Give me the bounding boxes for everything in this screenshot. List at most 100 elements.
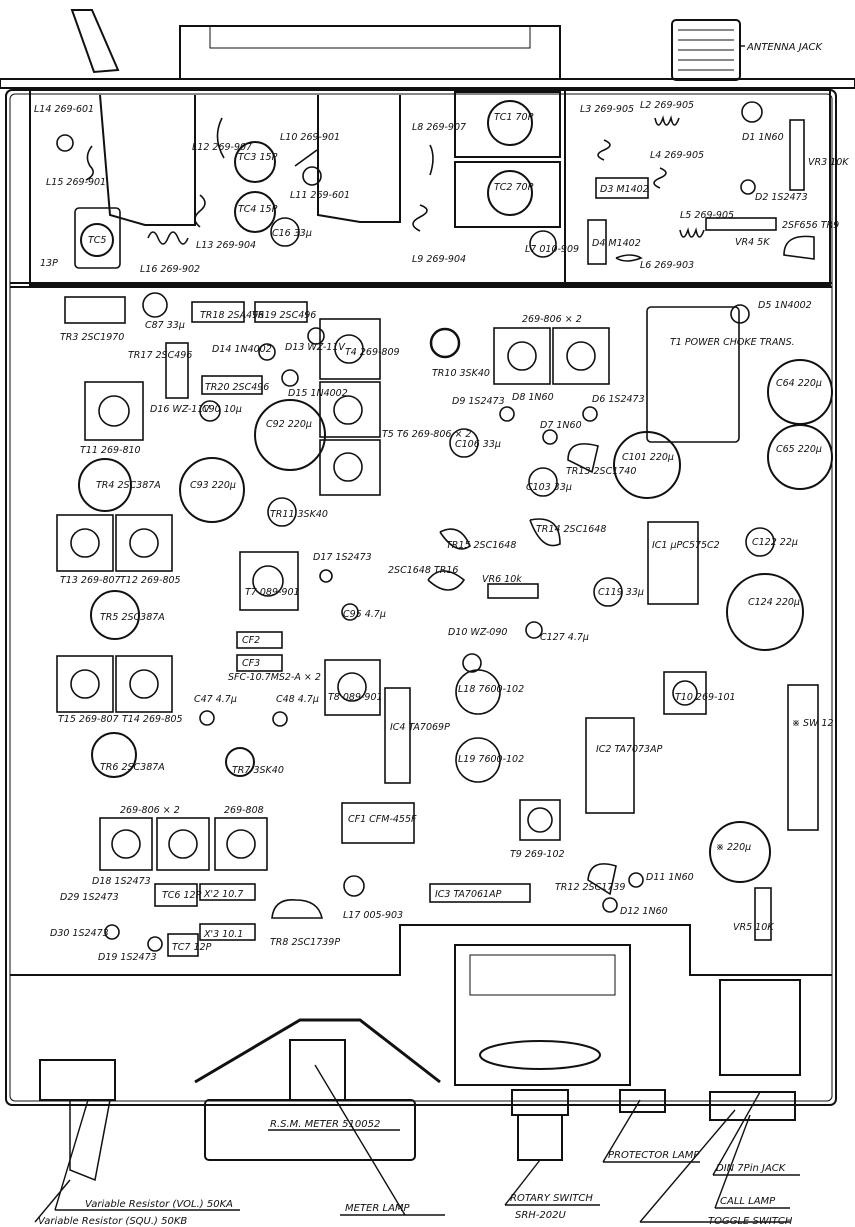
component-label-d10: D10 WZ-090	[448, 627, 507, 638]
component-label-c47: C47 4.7μ	[194, 694, 237, 705]
component-label-tc7: TC7 12P	[172, 942, 212, 953]
component-label-l17: L17 005-903	[343, 910, 403, 921]
component-label-c106: C106 33μ	[455, 439, 501, 450]
component-label-t3t2: 269-806 × 2	[522, 314, 582, 325]
component-label-c103: C103 33μ	[526, 482, 572, 493]
component-label-c122: C122 22μ	[752, 537, 798, 548]
component-label-d16: D16 WZ-11V	[150, 404, 211, 415]
rotary-switch-label: ROTARY SWITCH	[510, 1193, 593, 1204]
component-label-l12: L12 269-907	[192, 142, 252, 153]
component-label-t1: T1 POWER CHOKE TRANS.	[670, 337, 795, 348]
component-label-t15: T15 269-807	[58, 714, 119, 725]
component-label-c48: C48 4.7μ	[276, 694, 319, 705]
component-label-tr20: TR20 2SC496	[205, 382, 269, 393]
component-label-tr8: TR8 2SC1739P	[270, 937, 340, 948]
component-label-vr4: VR4 5K	[735, 237, 770, 248]
protector-lamp-label: PROTECTOR LAMP	[608, 1150, 700, 1161]
component-label-l14: L14 269-601	[34, 104, 94, 115]
component-label-tr16: 2SC1648 TR16	[388, 565, 458, 576]
component-label-t11: T11 269-810	[80, 445, 141, 456]
component-label-l8: L8 269-907	[412, 122, 466, 133]
component-label-c124: C124 220μ	[748, 597, 800, 608]
rotary-switch-model-label: SRH-202U	[515, 1210, 567, 1221]
component-label-ic3: IC3 TA7061AP	[435, 889, 502, 900]
component-label-tc5: TC5	[88, 235, 106, 246]
component-label-c93: C93 220μ	[190, 480, 236, 491]
component-label-tr18: TR18 2SA496	[200, 310, 264, 321]
component-label-ic4: IC4 TA7069P	[390, 722, 450, 733]
component-label-l19: L19 7600-102	[458, 754, 524, 765]
call-lamp-label: CALL LAMP	[720, 1196, 776, 1207]
component-label-tc4: TC4 15P	[238, 204, 278, 215]
component-label-d17: D17 1S2473	[313, 552, 372, 563]
component-label-d11: D11 1N60	[646, 872, 694, 883]
component-label-t5t6: T5 T6 269-806 × 2	[382, 429, 471, 440]
component-label-t12: T12 269-805	[120, 575, 181, 586]
component-label-d6: D6 1S2473	[592, 394, 645, 405]
component-label-d5: D5 1N4002	[758, 300, 812, 311]
component-label-c16: C16 33μ	[272, 228, 312, 239]
component-label-l11: L11 269-601	[290, 190, 350, 201]
component-label-t8: T8 089-901	[328, 692, 383, 703]
component-label-l9: L9 269-904	[412, 254, 466, 265]
component-label-tr12: TR12 2SC1739	[555, 882, 625, 893]
component-label-c64: C64 220μ	[776, 378, 822, 389]
component-label-tr13: TR13 2SC1740	[566, 466, 636, 477]
component-label-l3: L3 269-905	[580, 104, 634, 115]
component-label-tr7: TR7 3SK40	[232, 765, 284, 776]
component-label-l4: L4 269-905	[650, 150, 704, 161]
component-label-x2: X'2 10.7	[203, 889, 243, 900]
component-label-tr5: TR5 2SC387A	[100, 612, 165, 623]
component-label-tc2: TC2 70P	[494, 182, 534, 193]
component-label-sfc: SFC-10.7MS2-A × 2	[228, 672, 321, 683]
component-label-tc3: TC3 15P	[238, 152, 278, 163]
component-label-ic1: IC1 μPC575C2	[652, 540, 720, 551]
component-label-c65: C65 220μ	[776, 444, 822, 455]
component-label-tr9: 2SF656 TR9	[782, 220, 839, 231]
component-label-l2: L2 269-905	[640, 100, 694, 111]
component-label-c87: C87 33μ	[145, 320, 185, 331]
component-label-vr6: VR6 10k	[482, 574, 522, 585]
component-label-t10: T10 269-101	[675, 692, 736, 703]
component-label-l10: L10 269-901	[280, 132, 340, 143]
component-label-c92: C92 220μ	[266, 419, 312, 430]
component-label-c127: C127 4.7μ	[540, 632, 589, 643]
component-label-t18: 269-808	[224, 805, 264, 816]
component-label-tr11: TR11 3SK40	[270, 509, 328, 520]
vol-resistor-label: Variable Resistor (VOL.) 50KA	[85, 1199, 233, 1210]
component-label-d4: D4 M1402	[592, 238, 641, 249]
component-label-cf2: CF2	[242, 635, 260, 646]
component-label-tr3: TR3 2SC1970	[60, 332, 124, 343]
component-label-d1: D1 1N60	[742, 132, 784, 143]
component-label-c119: C119 33μ	[598, 587, 644, 598]
component-label-tr17: TR17 2SC496	[128, 350, 192, 361]
component-label-l5: L5 269-905	[680, 210, 734, 221]
component-label-c90: C90 10μ	[202, 404, 242, 415]
component-label-tc1: TC1 70P	[494, 112, 534, 123]
component-label-d13: D13 WZ-11V	[285, 342, 346, 353]
component-label-l18: L18 7600-102	[458, 684, 524, 695]
component-label-sw12: ※ SW 12	[792, 718, 834, 729]
component-label-ic2: IC2 TA7073AP	[596, 744, 663, 755]
component-label-tr15: TR15 2SC1648	[446, 540, 516, 551]
component-label-d19: D19 1S2473	[98, 952, 157, 963]
component-label-d15: D15 1N4002	[288, 388, 348, 399]
component-label-t4: T4 269-809	[345, 347, 400, 358]
chassis-outline	[0, 9, 855, 1182]
component-label-tr4: TR4 2SC387A	[96, 480, 161, 491]
component-label-vr5: VR5 10K	[733, 922, 774, 933]
component-label-cf1: CF1 CFM-455F	[348, 814, 417, 825]
component-label-d3: D3 M1402	[600, 184, 649, 195]
component-label-tr19: TR19 2SC496	[252, 310, 316, 321]
component-label-l16: L16 269-902	[140, 264, 200, 275]
squ-resistor-label: Variable Resistor (SQU.) 50KB	[38, 1216, 187, 1227]
component-label-d8: D8 1N60	[512, 392, 554, 403]
component-label-tc6: TC6 12P	[162, 890, 202, 901]
component-label-d18: D18 1S2473	[92, 876, 151, 887]
component-label-t13: T13 269-807	[60, 575, 121, 586]
component-label-cf3: CF3	[242, 658, 260, 669]
component-label-x3: X'3 10.1	[203, 929, 243, 940]
callout-leaders	[34, 45, 800, 1223]
